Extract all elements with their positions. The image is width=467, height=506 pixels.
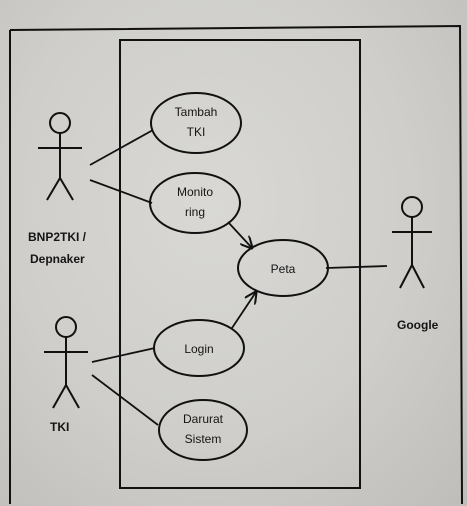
actor-google-head bbox=[401, 196, 423, 218]
actor-bnp2tki-head bbox=[49, 112, 71, 134]
actor-google-leg-right bbox=[411, 264, 425, 289]
use-case-darurat-sistem-ellipse bbox=[158, 399, 248, 461]
actor-google-leg-left bbox=[399, 264, 413, 289]
assoc-bnp2tki-monitoring bbox=[89, 179, 153, 204]
arrow-monitoring-peta bbox=[227, 221, 252, 248]
use-case-login-ellipse bbox=[153, 319, 245, 377]
actor-tki-head bbox=[55, 316, 77, 338]
use-case-peta-label: Peta bbox=[271, 262, 296, 276]
use-case-tambah-tki-line2: TKI bbox=[187, 125, 206, 139]
use-case-peta: Peta bbox=[237, 239, 329, 297]
actor-bnp2tki-label-line1: BNP2TKI / bbox=[28, 230, 87, 244]
actor-tki-label: TKI bbox=[50, 420, 69, 434]
actor-tki-leg-right bbox=[65, 384, 80, 409]
actor-bnp2tki-leg-left bbox=[46, 177, 61, 201]
use-case-peta-ellipse bbox=[237, 239, 329, 297]
use-case-darurat-sistem: Darurat Sistem bbox=[158, 399, 248, 461]
actor-google bbox=[392, 196, 432, 289]
assoc-peta-google bbox=[325, 265, 388, 269]
use-case-monitoring: Monito ring bbox=[149, 172, 241, 234]
actor-bnp2tki-leg-right bbox=[59, 177, 74, 201]
actor-tki-leg-left bbox=[52, 384, 67, 409]
use-case-login: Login bbox=[153, 319, 245, 377]
system-boundary bbox=[119, 39, 361, 489]
arrow-login-peta bbox=[231, 292, 256, 329]
assoc-tki-darurat-sistem bbox=[91, 374, 159, 426]
outer-frame bbox=[9, 24, 463, 505]
use-case-darurat-sistem-line2: Sistem bbox=[185, 432, 222, 446]
use-case-monitoring-line1: Monito bbox=[177, 185, 213, 199]
use-case-tambah-tki: Tambah TKI bbox=[150, 92, 242, 154]
use-case-tambah-tki-line1: Tambah bbox=[175, 105, 218, 119]
use-case-monitoring-line2: ring bbox=[185, 205, 205, 219]
assoc-bnp2tki-tambah-tki bbox=[89, 129, 154, 166]
actor-tki bbox=[44, 316, 88, 409]
actor-google-label: Google bbox=[397, 318, 439, 332]
use-case-login-label: Login bbox=[184, 342, 213, 356]
assoc-tki-login bbox=[91, 347, 156, 363]
use-case-monitoring-ellipse bbox=[149, 172, 241, 234]
actor-bnp2tki bbox=[38, 112, 82, 201]
actor-bnp2tki-label-line2: Depnaker bbox=[30, 252, 85, 266]
use-case-tambah-tki-ellipse bbox=[150, 92, 242, 154]
use-case-darurat-sistem-line1: Darurat bbox=[183, 412, 224, 426]
